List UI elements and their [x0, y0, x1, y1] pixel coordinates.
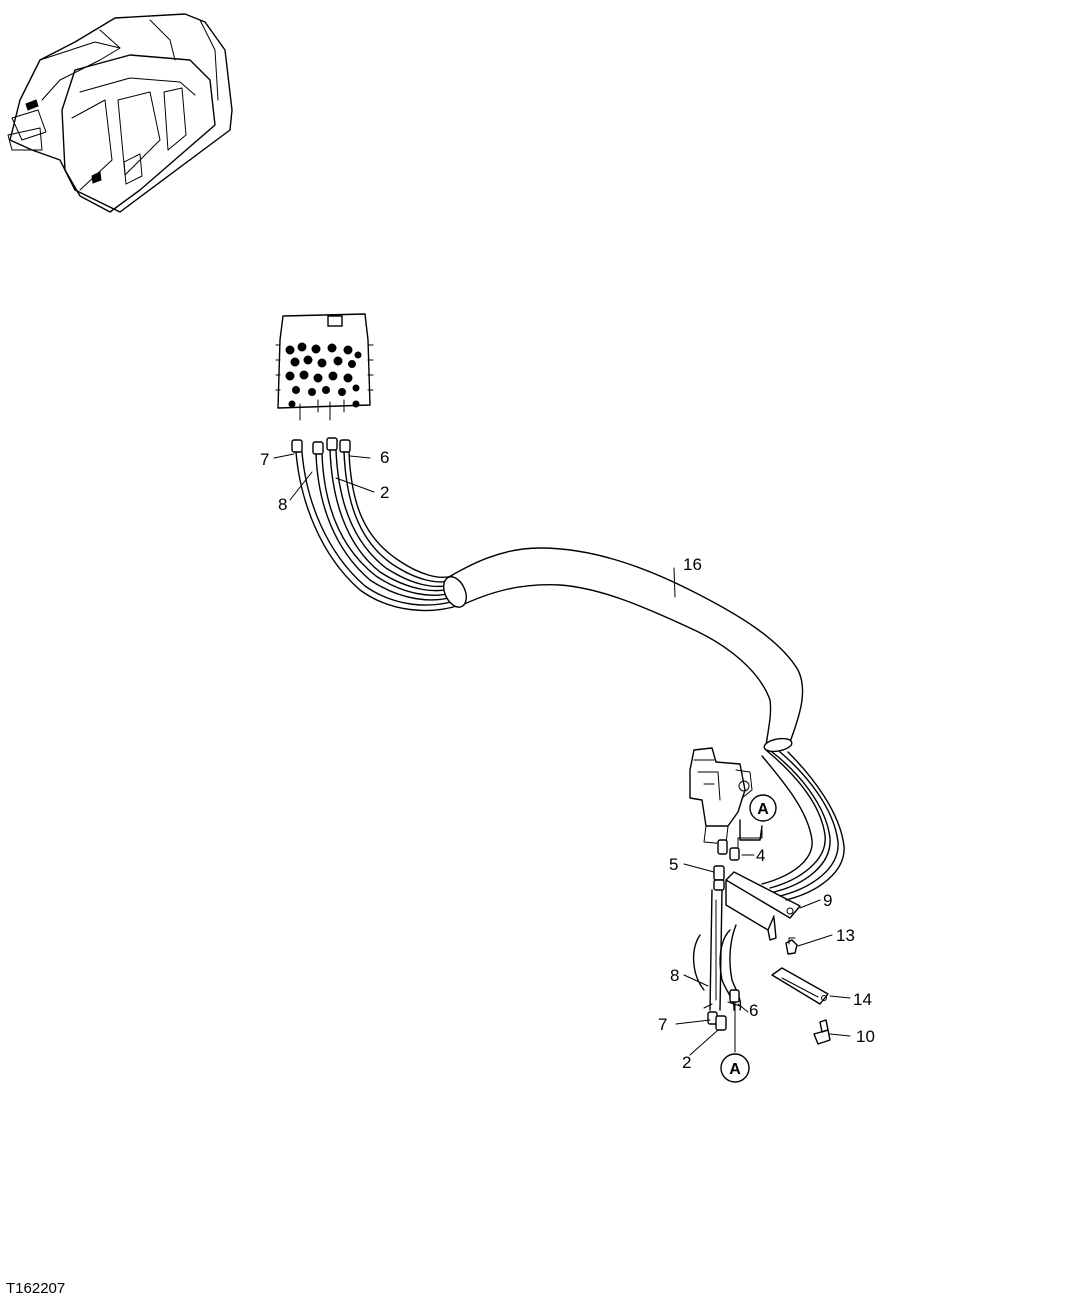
top-hose-bundle: [295, 449, 461, 612]
callout-5: 5: [669, 855, 678, 874]
callout-8-right: 8: [670, 966, 679, 985]
callout-10: 10: [856, 1027, 875, 1046]
callout-8-top: 8: [278, 495, 287, 514]
figure-id: T162207: [6, 1280, 66, 1297]
top-hose-fittings: [291, 437, 351, 455]
callout-2-right: 2: [682, 1053, 691, 1072]
callout-16: 16: [683, 555, 702, 574]
leader-lines: [273, 453, 851, 1056]
view-marker-upper: A: [749, 794, 777, 822]
callout-7-right: 7: [658, 1015, 667, 1034]
callout-6-top: 6: [380, 448, 389, 467]
callout-2-top: 2: [380, 483, 389, 502]
callout-13: 13: [836, 926, 855, 945]
svg-text:A: A: [757, 801, 769, 818]
lower-fittings: [703, 989, 741, 1031]
bolt-13: [785, 937, 798, 955]
protective-hose-sleeve: [442, 547, 804, 753]
right-pilot-valve-unit: [689, 747, 763, 845]
callout-7-top: 7: [260, 450, 269, 469]
callout-14: 14: [853, 990, 872, 1009]
callout-labels: 7 8 6 2 16 4 5 9 13 8 6 14 7 10 2: [260, 448, 875, 1072]
clamp-plate: [771, 967, 829, 1005]
view-marker-lower: A: [720, 1053, 750, 1083]
lower-hose-bundle: [761, 749, 845, 901]
machine-cab-locator-illustration: [7, 13, 233, 213]
pilot-control-valve: [275, 313, 374, 421]
svg-text:A: A: [729, 1061, 741, 1078]
bolt-10: [813, 1019, 831, 1045]
right-fittings: [713, 839, 740, 891]
callout-6-right: 6: [749, 1001, 758, 1020]
callout-4: 4: [756, 846, 765, 865]
callout-9: 9: [823, 891, 832, 910]
mounting-bracket: [725, 871, 801, 941]
